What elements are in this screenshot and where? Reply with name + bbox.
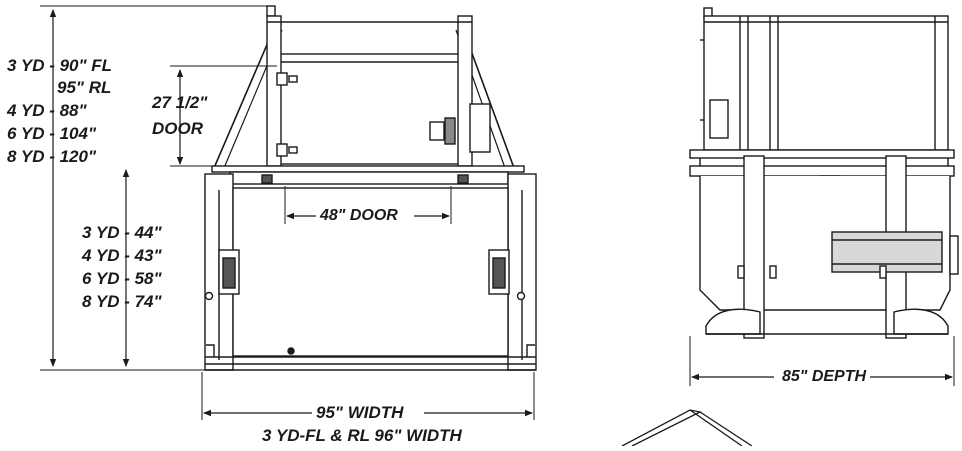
front-top-mast	[266, 5, 276, 17]
door-width-label: 48" DOOR	[320, 207, 398, 224]
front-view	[40, 5, 537, 420]
width-note-label: 3 YD-FL & RL 96" WIDTH	[262, 426, 462, 445]
iso-view-partial	[621, 409, 753, 447]
upper-hinge	[276, 72, 288, 86]
overall-height-label-3yd: 3 YD - 90" FL	[7, 56, 113, 75]
container-height-label-4yd: 4 YD - 43"	[82, 246, 162, 265]
left-fork-pocket	[222, 257, 236, 289]
front-hopper-box	[279, 53, 461, 165]
container-height-label-8yd: 8 YD - 74"	[82, 292, 162, 311]
overall-height-label-3yd-rl: 95" RL	[57, 78, 112, 97]
door-latch	[429, 121, 445, 141]
side-top-rail	[689, 165, 955, 177]
side-fork-pocket	[831, 231, 943, 273]
door-height-word: DOOR	[152, 119, 203, 138]
container-height-label-6yd: 6 YD - 58"	[82, 269, 162, 288]
side-view	[689, 7, 959, 386]
lower-hinge	[276, 143, 288, 157]
overall-height-label-4yd: 4 YD - 88"	[7, 101, 87, 120]
container-height-label-3yd: 3 YD - 44"	[82, 223, 162, 242]
depth-label: 85" DEPTH	[782, 368, 867, 385]
overall-height-label-6yd: 6 YD - 104"	[7, 124, 97, 143]
door-height-value: 27 1/2"	[152, 93, 208, 112]
overall-height-label-8yd: 8 YD - 120"	[7, 147, 97, 166]
width-label: 95" WIDTH	[316, 403, 404, 422]
right-fork-pocket	[492, 257, 506, 289]
front-container-body	[232, 187, 509, 357]
side-left-leg	[743, 155, 765, 339]
